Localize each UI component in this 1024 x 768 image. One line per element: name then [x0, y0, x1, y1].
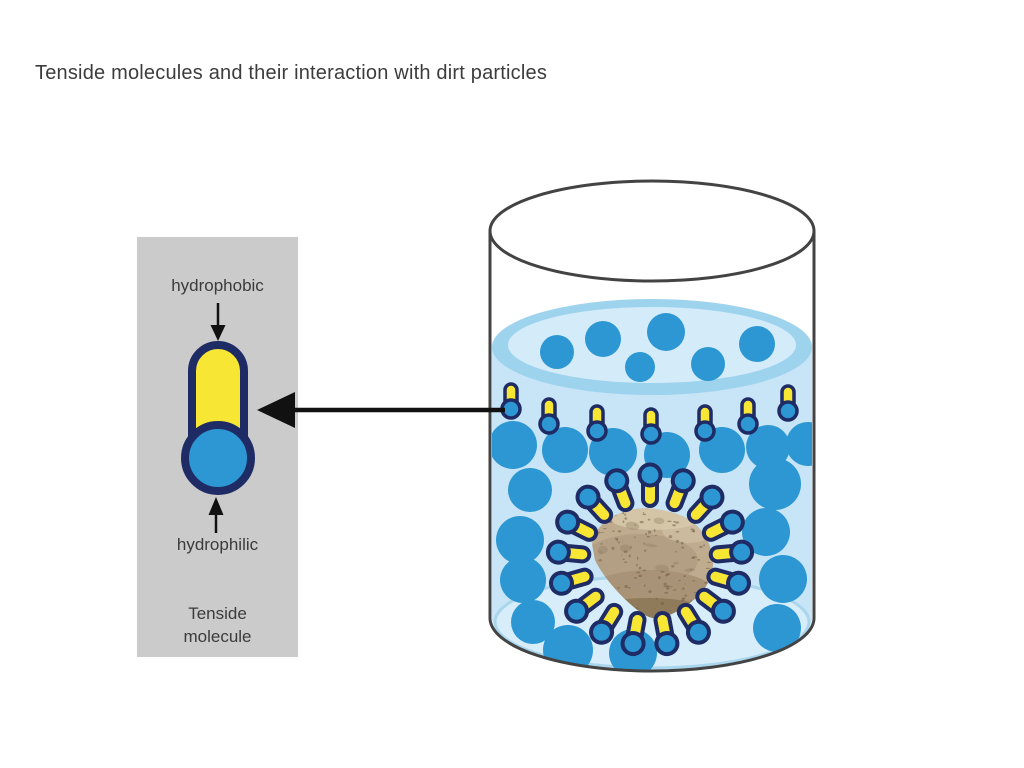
- water-contents: [492, 313, 812, 670]
- tenside-molecule-micelle: [575, 484, 614, 524]
- tenside-molecule-micelle: [653, 611, 680, 657]
- hydrophilic-head: [737, 413, 759, 435]
- panel-caption-line1: Tenside: [188, 604, 247, 623]
- hydrophilic-head: [710, 598, 736, 624]
- hydrophilic-head: [729, 539, 755, 565]
- water-molecule-circle: [511, 600, 555, 644]
- water-molecule-circle: [500, 557, 546, 603]
- hydrophilic-head: [654, 631, 680, 657]
- panel-caption: Tenside molecule: [137, 602, 298, 648]
- hydrophilic-head: [589, 619, 615, 645]
- water-molecule-circle: [492, 421, 537, 469]
- tenside-molecule-micelle: [706, 567, 751, 596]
- tenside-molecule-micelle: [665, 468, 696, 513]
- hydrophilic-head: [719, 509, 745, 535]
- hydrophobic-pointer-arrow: [210, 303, 226, 341]
- tenside-molecule-large: [181, 341, 255, 495]
- micelle-ring: [545, 462, 755, 657]
- water-molecule-circle: [542, 427, 588, 473]
- tenside-molecule-micelle: [564, 587, 605, 624]
- tenside-molecule-micelle: [545, 539, 592, 565]
- hydrophobic-label: hydrophobic: [171, 276, 264, 295]
- water-molecule-circle: [742, 508, 790, 556]
- hydrophilic-head: [564, 598, 590, 624]
- tenside-molecule-micelle: [701, 509, 745, 542]
- water-molecule-circle: [739, 326, 775, 362]
- hydrophilic-head: [538, 413, 560, 435]
- hydrophilic-head: [685, 619, 711, 645]
- hydrophilic-head: [699, 484, 725, 510]
- tenside-molecule-micelle: [637, 462, 663, 508]
- hydrophilic-head: [555, 509, 581, 535]
- tenside-molecule-surface: [586, 404, 608, 442]
- tenside-molecule-micelle: [695, 587, 736, 624]
- hydrophilic-head: [777, 400, 799, 422]
- beaker-outline: [488, 231, 816, 673]
- panel-caption-line2: molecule: [183, 627, 252, 646]
- water-molecule-circle: [647, 313, 685, 351]
- hydrophilic-label: hydrophilic: [176, 535, 259, 554]
- beaker-rim: [488, 179, 816, 283]
- connector-arrow: [257, 392, 505, 428]
- hydrophilic-head-large: [181, 421, 255, 495]
- water-molecule-circle: [508, 468, 552, 512]
- water-molecule-circle: [585, 321, 621, 357]
- hydrophilic-head: [670, 468, 696, 494]
- tenside-molecule-micelle: [676, 602, 711, 645]
- water-molecule-circle: [496, 516, 544, 564]
- tenside-molecule-surface: [500, 382, 522, 420]
- hydrophilic-head: [545, 539, 571, 565]
- tenside-molecule-micelle: [708, 539, 755, 565]
- hydrophilic-head: [575, 484, 601, 510]
- tenside-molecule-micelle: [589, 602, 624, 645]
- hydrophilic-head: [586, 420, 608, 442]
- water-molecule-circle: [540, 335, 574, 369]
- water-molecule-circle: [625, 352, 655, 382]
- tenside-molecule-surface: [777, 384, 799, 422]
- surface-tenside-row: [500, 382, 799, 445]
- tenside-molecule-surface: [640, 407, 662, 445]
- hydrophilic-head: [640, 423, 662, 445]
- water-molecule-circle: [691, 347, 725, 381]
- hydrophilic-head: [637, 462, 663, 488]
- diagram-title: Tenside molecules and their interaction …: [35, 62, 548, 84]
- water-molecule-circle: [786, 422, 812, 466]
- tenside-molecule-micelle: [555, 509, 599, 542]
- tenside-molecule-micelle: [549, 567, 594, 596]
- tenside-molecule-micelle: [686, 484, 725, 524]
- water-molecule-circle: [759, 555, 807, 603]
- water-molecule-circle: [753, 604, 801, 652]
- tenside-molecule-micelle: [604, 468, 635, 513]
- water-molecule-circle: [746, 425, 790, 469]
- hydrophilic-head: [549, 570, 575, 596]
- tenside-molecule-surface: [737, 397, 759, 435]
- water-molecule-circle: [749, 458, 801, 510]
- hydrophilic-head: [604, 468, 630, 494]
- hydrophilic-head: [620, 631, 646, 657]
- tenside-molecule-surface: [538, 397, 560, 435]
- tenside-molecule-surface: [694, 404, 716, 442]
- hydrophilic-head: [694, 420, 716, 442]
- hydrophilic-head: [725, 570, 751, 596]
- hydrophilic-pointer-arrow: [208, 497, 224, 533]
- tenside-molecule-micelle: [620, 611, 647, 657]
